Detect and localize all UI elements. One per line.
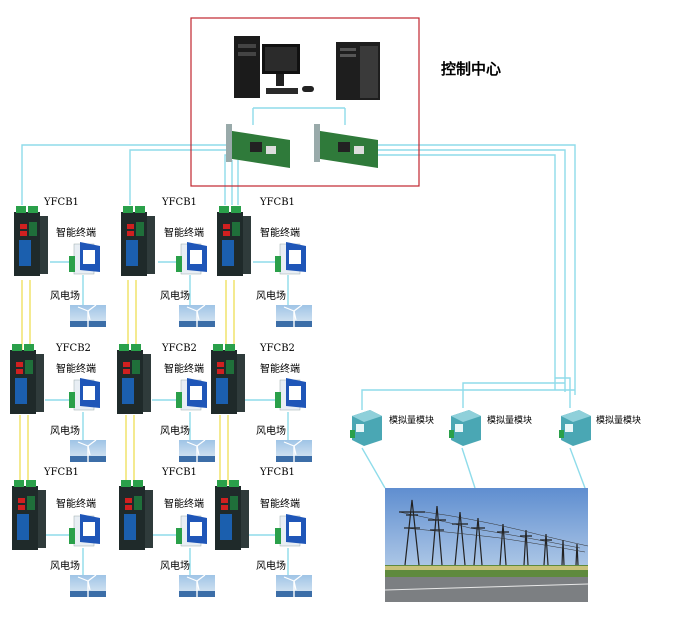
analog-module-icon <box>559 410 591 446</box>
desktop-computer-icon <box>234 36 314 98</box>
terminal-label: 智能终端 <box>56 499 96 510</box>
fiber-converter-icon <box>10 344 44 414</box>
analog-module-label: 模拟量模块 <box>487 416 533 426</box>
terminal-label: 智能终端 <box>260 364 300 375</box>
terminal-label: 智能终端 <box>260 499 300 510</box>
wind-turbine-photo-icon <box>275 439 313 463</box>
smart-terminal-icon <box>274 513 307 547</box>
fiber-converter-icon <box>119 480 153 550</box>
smart-terminal-icon <box>274 377 307 411</box>
terminal-label: 智能终端 <box>56 364 96 375</box>
fiber-converter-icon <box>211 344 245 414</box>
yellow-fiber-links <box>19 280 235 485</box>
terminal-label: 智能终端 <box>164 364 204 375</box>
wind-turbine-photo-icon <box>178 439 216 463</box>
smart-terminal-icon <box>68 513 101 547</box>
converter-label: YFCB1 <box>44 197 79 208</box>
pci-card-icon-right <box>314 124 378 168</box>
analog-module-label: 模拟量模块 <box>389 416 435 426</box>
terminal-label: 智能终端 <box>164 228 204 239</box>
server-tower-icon <box>336 42 380 100</box>
converter-label: YFCB1 <box>162 467 197 478</box>
pci-card-icon-left <box>226 124 290 168</box>
fiber-converter-icon <box>14 206 48 276</box>
wind-farm-label: 风电场 <box>160 426 190 437</box>
control-center-box <box>190 17 420 187</box>
terminal-label: 智能终端 <box>260 228 300 239</box>
cyan-links <box>21 107 586 575</box>
fiber-converter-icon <box>121 206 155 276</box>
terminal-label: 智能终端 <box>56 228 96 239</box>
analog-module-icon <box>449 410 481 446</box>
wind-turbine-photo-icon <box>69 439 107 463</box>
wind-turbine-photo-icon <box>178 304 216 328</box>
fiber-converter-icon <box>215 480 249 550</box>
power-grid-photo-icon <box>384 488 589 602</box>
wind-farm-label: 风电场 <box>50 426 80 437</box>
wind-turbine-photo-icon <box>275 304 313 328</box>
wind-turbine-photo-icon <box>275 574 313 598</box>
converter-label: YFCB2 <box>260 343 295 354</box>
control-center-label: 控制中心 <box>441 60 502 78</box>
smart-terminal-icon <box>175 513 208 547</box>
wind-turbine-photo-icon <box>69 574 107 598</box>
smart-terminal-icon <box>274 241 307 275</box>
converter-label: YFCB1 <box>162 197 197 208</box>
converter-label: YFCB2 <box>162 343 197 354</box>
terminal-label: 智能终端 <box>164 499 204 510</box>
wind-farm-label: 风电场 <box>256 426 286 437</box>
smart-terminal-icon <box>175 377 208 411</box>
wind-farm-label: 风电场 <box>50 291 80 302</box>
analog-module-icon <box>350 410 382 446</box>
smart-terminal-icon <box>68 377 101 411</box>
converter-label: YFCB1 <box>260 467 295 478</box>
converter-label: YFCB1 <box>44 467 79 478</box>
smart-terminal-icon <box>175 241 208 275</box>
fiber-converter-icon <box>12 480 46 550</box>
wind-farm-label: 风电场 <box>160 291 190 302</box>
wind-turbine-photo-icon <box>178 574 216 598</box>
wind-farm-label: 风电场 <box>256 291 286 302</box>
analog-module-label: 模拟量模块 <box>596 416 642 426</box>
wind-farm-label: 风电场 <box>160 561 190 572</box>
converter-label: YFCB2 <box>56 343 91 354</box>
wind-farm-label: 风电场 <box>256 561 286 572</box>
fiber-converter-icon <box>217 206 251 276</box>
smart-terminal-icon <box>68 241 101 275</box>
wind-turbine-photo-icon <box>69 304 107 328</box>
converter-label: YFCB1 <box>260 197 295 208</box>
fiber-converter-icon <box>117 344 151 414</box>
wind-farm-label: 风电场 <box>50 561 80 572</box>
